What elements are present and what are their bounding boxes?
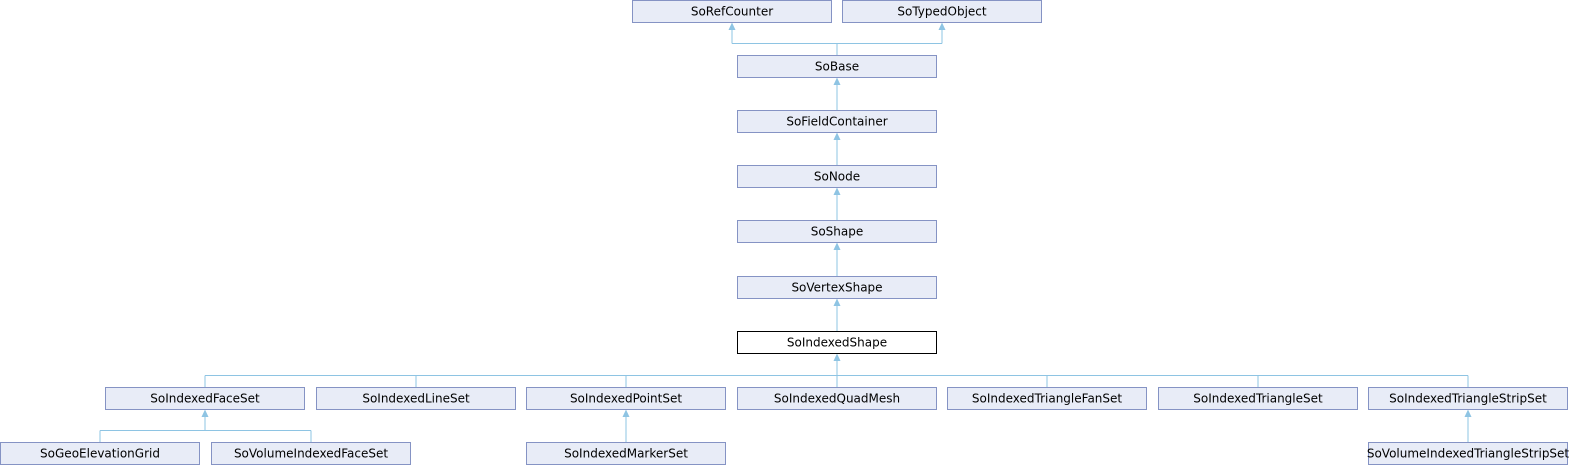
class-node-label: SoShape [811, 225, 864, 239]
edge-group-so-shape [833, 242, 841, 276]
class-node-box [105, 387, 305, 410]
class-node-box [947, 387, 1147, 410]
class-node-label: SoFieldContainer [786, 115, 887, 129]
arrowhead-so-indexed-shape [833, 353, 841, 361]
class-node-box [1368, 442, 1568, 465]
inheritance-edges [99, 22, 1472, 442]
class-node-label: SoVolumeIndexedTriangleStripSet [1367, 447, 1570, 461]
edge-group-so-vertex-shape [833, 298, 841, 331]
arrowhead-so-shape [833, 242, 841, 250]
class-node-box [316, 387, 516, 410]
arrowhead-so-field-container [833, 132, 841, 140]
class-node-so-indexed-quad-mesh[interactable]: SoIndexedQuadMesh [737, 387, 937, 410]
class-nodes: SoRefCounter SoTypedObjectSoBaseSoFieldCo… [0, 0, 1570, 465]
class-node-box [526, 387, 726, 410]
edge-group-so-typed-object [836, 22, 946, 55]
edge-group-so-indexed-shape [204, 353, 1469, 387]
class-node-so-shape[interactable]: SoShape [737, 220, 937, 243]
class-node-label: SoTypedObject [897, 5, 987, 19]
class-node-so-typed-object[interactable]: SoTypedObject [842, 0, 1042, 23]
class-node-box [737, 331, 937, 354]
arrowhead-so-indexed-point-set [622, 409, 630, 417]
arrowhead-so-indexed-triangle-strip-set [1464, 409, 1472, 417]
class-node-label: SoIndexedMarkerSet [564, 447, 688, 461]
edge-group-so-indexed-triangle-strip-set [1464, 409, 1472, 442]
class-node-box [737, 165, 937, 188]
class-node-label: SoRefCounter [691, 5, 773, 19]
class-node-box [737, 220, 937, 243]
class-node-box [1158, 387, 1358, 410]
edge-group-so-ref-counter [728, 22, 838, 55]
arrowhead-so-base [833, 77, 841, 85]
class-node-so-indexed-marker-set[interactable]: SoIndexedMarkerSet [526, 442, 726, 465]
edge-group-so-node [833, 187, 841, 220]
class-node-label: SoVertexShape [791, 281, 882, 295]
class-node-box [737, 55, 937, 78]
class-node-label: SoBase [815, 60, 859, 74]
class-node-so-indexed-triangle-fan-set[interactable]: SoIndexedTriangleFanSet [947, 387, 1147, 410]
class-node-so-geo-elevation-grid[interactable]: SoGeoElevationGrid [0, 442, 200, 465]
arrowhead-so-ref-counter [728, 22, 736, 30]
class-node-box [737, 276, 937, 299]
arrowhead-so-node [833, 187, 841, 195]
class-node-box [0, 442, 200, 465]
class-node-so-base[interactable]: SoBase [737, 55, 937, 78]
class-node-so-indexed-line-set[interactable]: SoIndexedLineSet [316, 387, 516, 410]
class-node-box [737, 387, 937, 410]
class-node-label: SoIndexedPointSet [570, 392, 682, 406]
class-node-so-vertex-shape[interactable]: SoVertexShape [737, 276, 937, 299]
class-node-so-indexed-triangle-strip-set[interactable]: SoIndexedTriangleStripSet [1368, 387, 1568, 410]
arrowhead-so-indexed-face-set [201, 409, 209, 417]
class-node-so-volume-indexed-face-set[interactable]: SoVolumeIndexedFaceSet [211, 442, 411, 465]
class-node-so-field-container[interactable]: SoFieldContainer [737, 110, 937, 133]
edge-group-so-base [833, 77, 841, 110]
class-node-label: SoIndexedLineSet [362, 392, 470, 406]
class-node-box [211, 442, 411, 465]
class-node-label: SoIndexedFaceSet [150, 392, 260, 406]
arrowhead-so-vertex-shape [833, 298, 841, 306]
class-node-so-volume-indexed-triangle-strip-set[interactable]: SoVolumeIndexedTriangleStripSet [1367, 442, 1570, 465]
class-node-label: SoIndexedTriangleSet [1193, 392, 1323, 406]
class-node-so-indexed-face-set[interactable]: SoIndexedFaceSet [105, 387, 305, 410]
class-node-so-indexed-shape[interactable]: SoIndexedShape [737, 331, 937, 354]
class-node-label: SoIndexedQuadMesh [774, 392, 900, 406]
class-node-label: SoIndexedTriangleStripSet [1389, 392, 1547, 406]
class-node-so-ref-counter[interactable]: SoRefCounter [632, 0, 832, 23]
class-node-label: SoIndexedShape [787, 336, 887, 350]
edge-group-so-field-container [833, 132, 841, 165]
class-node-box [1368, 387, 1568, 410]
class-node-box [526, 442, 726, 465]
edge-group-so-indexed-face-set [99, 409, 312, 442]
class-node-label: SoVolumeIndexedFaceSet [234, 447, 388, 461]
class-node-so-node[interactable]: SoNode [737, 165, 937, 188]
class-node-box [632, 0, 832, 23]
edge-group-so-indexed-point-set [622, 409, 630, 442]
class-node-label: SoGeoElevationGrid [40, 447, 160, 461]
arrowhead-so-typed-object [938, 22, 946, 30]
class-node-label: SoIndexedTriangleFanSet [972, 392, 1123, 406]
class-node-so-indexed-triangle-set[interactable]: SoIndexedTriangleSet [1158, 387, 1358, 410]
class-node-box [842, 0, 1042, 23]
class-node-box [737, 110, 937, 133]
class-node-so-indexed-point-set[interactable]: SoIndexedPointSet [526, 387, 726, 410]
class-node-label: SoNode [814, 170, 860, 184]
